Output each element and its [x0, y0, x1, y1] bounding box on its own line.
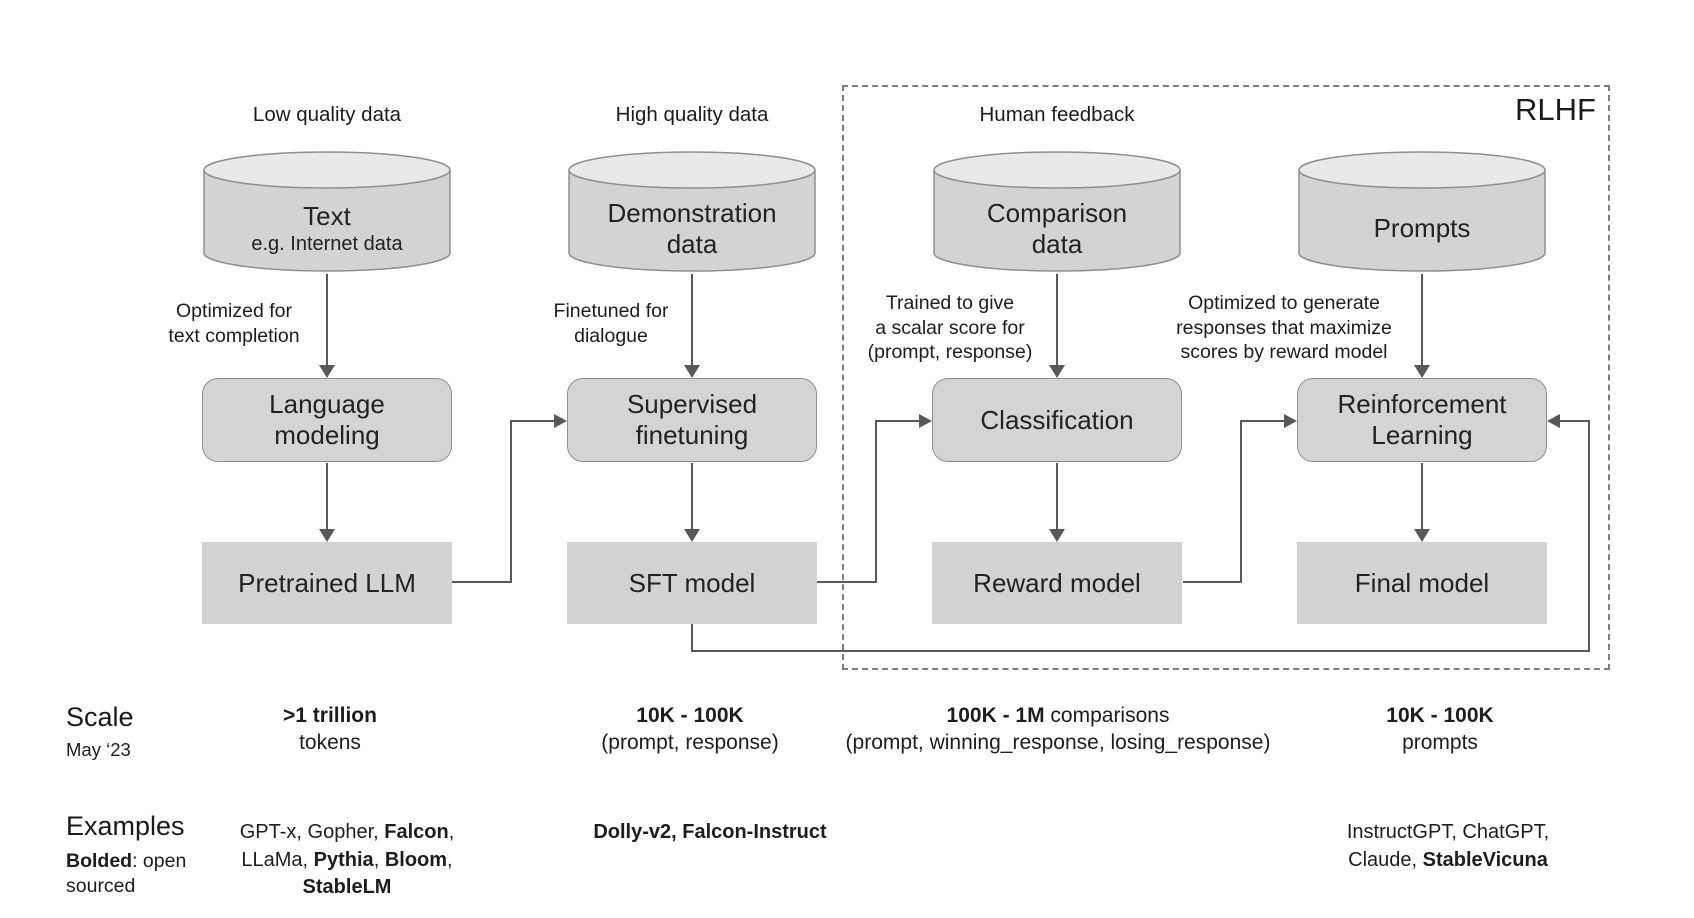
reward-model-hint: Trained to give a scalar score for (prom…	[867, 292, 1033, 363]
examples-title: Examples	[66, 811, 185, 841]
arrowhead-down	[684, 365, 700, 378]
feedback-sft-to-rl	[691, 624, 693, 652]
cylinder-title-line: Demonstration	[607, 197, 777, 228]
feedback-sft-to-rl	[691, 650, 1590, 652]
examples-header: Examples Bolded: open sourced	[66, 810, 186, 899]
cylinder-subtitle: e.g. Internet data	[251, 232, 403, 255]
pretraining-hint: Optimized for text completion	[168, 300, 300, 347]
elbow-pretrained-to-sft	[510, 420, 555, 422]
arrow-classification-to-reward	[1056, 463, 1058, 530]
scale-header: Scale May ‘23	[66, 701, 134, 762]
prompts-datastore-cylinder: Prompts	[1297, 150, 1547, 273]
arrowhead-down	[1414, 365, 1430, 378]
cylinder-title-line: data	[666, 228, 718, 259]
cylinder-shape	[203, 151, 451, 272]
arrow-lm-to-pretrained	[326, 463, 328, 530]
arrowhead-down	[319, 365, 335, 378]
scale-pretraining: >1 trillion tokens	[283, 704, 377, 754]
elbow-sft-to-classification	[875, 420, 877, 583]
elbow-reward-to-rl	[1240, 420, 1285, 422]
examples-rlhf: InstructGPT, ChatGPT, Claude, StableVicu…	[1346, 821, 1550, 871]
arrowhead-down	[319, 529, 335, 542]
reinforcement-learning-box: Reinforcement Learning	[1297, 378, 1547, 462]
cylinder-shape	[933, 151, 1181, 272]
low-quality-data-label: Low quality data	[252, 103, 402, 126]
scale-rl: 10K - 100K prompts	[1386, 704, 1494, 754]
arrowhead-down	[1049, 529, 1065, 542]
arrow-sft-to-sftmodel	[691, 463, 693, 530]
scale-reward: 100K - 1M comparisons (prompt, winning_r…	[845, 704, 1271, 754]
demonstration-datastore-cylinder: Demonstration data	[567, 150, 817, 273]
arrowhead-down	[1049, 365, 1065, 378]
scale-sft: 10K - 100K (prompt, response)	[601, 704, 779, 754]
feedback-sft-to-rl	[1588, 420, 1590, 652]
classification-box: Classification	[932, 378, 1182, 462]
comparison-datastore-cylinder: Comparison data	[932, 150, 1182, 273]
arrowhead-down	[684, 529, 700, 542]
arrowhead-right	[554, 414, 567, 428]
rlhf-dashed-box	[842, 85, 1610, 670]
rlhf-label: RLHF	[1515, 92, 1596, 127]
examples-legend-line2: sourced	[66, 875, 136, 897]
cylinder-shape	[568, 151, 816, 272]
elbow-pretrained-to-sft	[452, 581, 512, 583]
cylinder-title-line: Prompts	[1373, 213, 1471, 243]
cylinder-title-line: data	[1031, 228, 1083, 259]
arrowhead-right	[1284, 414, 1297, 428]
examples-legend-line1: Bolded: open	[66, 850, 187, 872]
arrowhead-left	[1547, 414, 1560, 428]
cylinder-title-line: Comparison	[986, 197, 1128, 228]
scale-title: Scale	[66, 702, 134, 732]
examples-pretraining: GPT-x, Gopher, Falcon, LLaMa, Pythia, Bl…	[239, 821, 455, 898]
sft-model-box: SFT model	[567, 542, 817, 624]
arrowhead-right	[919, 414, 932, 428]
elbow-sft-to-classification	[875, 420, 920, 422]
human-feedback-label: Human feedback	[979, 103, 1135, 126]
finetuning-hint: Finetuned for dialogue	[553, 300, 669, 347]
elbow-reward-to-rl	[1183, 581, 1242, 583]
arrow-demo-to-sft	[691, 274, 693, 366]
cylinder-title: Text	[303, 200, 351, 231]
arrowhead-down	[1414, 529, 1430, 542]
language-modeling-box: Language modeling	[202, 378, 452, 462]
high-quality-data-label: High quality data	[615, 103, 769, 126]
rl-hint: Optimized to generate responses that max…	[1176, 292, 1392, 363]
supervised-finetuning-box: Supervised finetuning	[567, 378, 817, 462]
elbow-pretrained-to-sft	[510, 420, 512, 583]
arrow-prompts-to-rl	[1421, 274, 1423, 366]
pretrained-llm-box: Pretrained LLM	[202, 542, 452, 624]
final-model-box: Final model	[1297, 542, 1547, 624]
text-datastore-cylinder: Text e.g. Internet data	[202, 150, 452, 273]
arrow-rl-to-final	[1421, 463, 1423, 530]
elbow-sft-to-classification	[817, 581, 877, 583]
examples-sft: Dolly-v2, Falcon-Instruct	[593, 821, 827, 843]
feedback-sft-to-rl	[1559, 420, 1590, 422]
arrow-text-to-lm	[326, 274, 328, 366]
scale-date: May ‘23	[66, 739, 131, 760]
elbow-reward-to-rl	[1240, 420, 1242, 583]
cylinder-shape	[1298, 151, 1546, 272]
arrow-comparison-to-classification	[1056, 274, 1058, 366]
reward-model-box: Reward model	[932, 542, 1182, 624]
